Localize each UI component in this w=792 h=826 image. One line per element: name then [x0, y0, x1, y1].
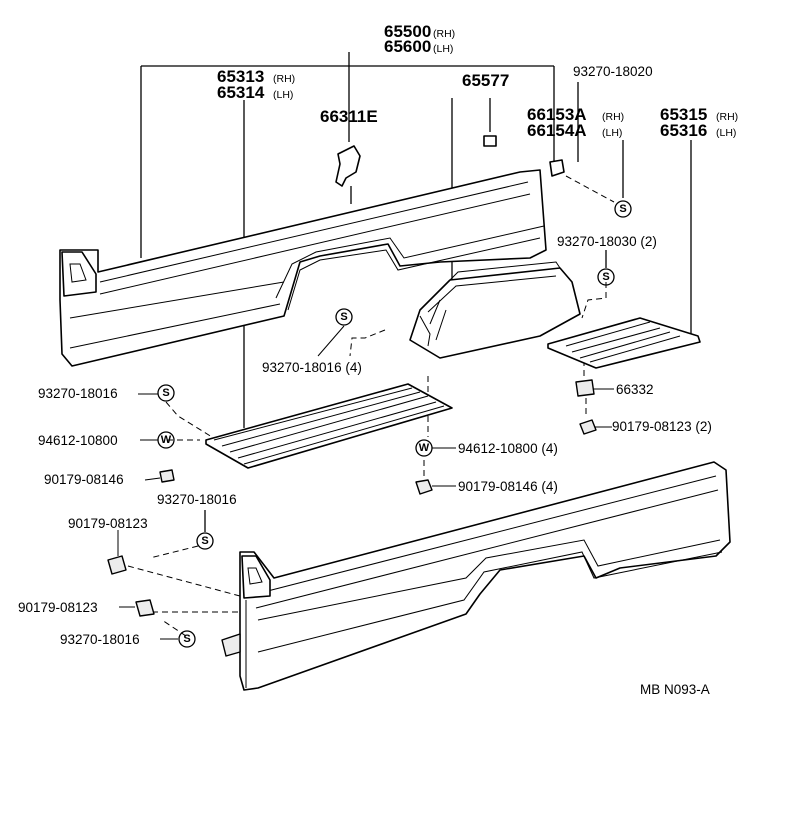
label-65600: 65600	[384, 37, 431, 56]
label-65313-side: (RH)	[273, 73, 295, 85]
washer-symbol-text-2: W	[419, 442, 430, 454]
stopper-66332	[575, 379, 595, 397]
label-66153A-side: (RH)	[602, 111, 624, 123]
washer-symbol: W	[157, 431, 175, 449]
clip-symbol-text-6: S	[183, 633, 190, 645]
label-65316: 65316	[660, 121, 707, 140]
wheel-house-cover	[409, 261, 581, 359]
label-65314: 65314	[217, 83, 265, 102]
label-65314-side: (LH)	[273, 89, 293, 101]
dashed-assembly-lines	[127, 175, 615, 637]
lower-side-panel	[221, 461, 731, 691]
label-65316-side: (LH)	[716, 127, 736, 139]
clip-symbol: S	[335, 308, 353, 326]
nut-90179-08123-right	[579, 419, 597, 435]
label-93270-18030: 93270-18030 (2)	[557, 234, 657, 249]
nut-90179-08123-bl2	[135, 599, 155, 617]
label-66154A-side: (LH)	[602, 127, 622, 139]
nut-90179-08146-mid	[415, 479, 433, 495]
left-floor-plate	[205, 383, 453, 469]
washer-symbol: W	[415, 439, 433, 457]
label-65500-side: (RH)	[433, 28, 455, 40]
label-65313: 65313	[217, 67, 264, 86]
clip-symbol-text-3: S	[340, 311, 347, 323]
label-66154A: 66154A	[527, 121, 587, 140]
label-90179-08123-2: 90179-08123 (2)	[612, 419, 712, 434]
nut-90179-08146-left	[159, 469, 175, 483]
label-65315-side: (RH)	[716, 111, 738, 123]
clip-symbol: S	[597, 268, 615, 286]
bracket-66153A	[549, 159, 565, 177]
label-65577: 65577	[462, 71, 509, 90]
label-93270-18016-b: 93270-18016	[157, 492, 237, 507]
diagram-code: MB N093-A	[640, 682, 710, 697]
nut-90179-08123-bl1	[107, 555, 127, 575]
clip-symbol-text-5: S	[201, 535, 208, 547]
washer-symbol-text-1: W	[161, 434, 172, 446]
label-90179-08123-a: 90179-08123	[68, 516, 148, 531]
upper-side-panel	[59, 169, 547, 367]
label-65500: 65500	[384, 22, 431, 41]
part-labels: 65500 (RH) 65600 (LH) 65313 (RH) 65314 (…	[18, 22, 738, 697]
label-93270-18020: 93270-18020	[573, 64, 653, 79]
label-90179-08146-4: 90179-08146 (4)	[458, 479, 558, 494]
label-90179-08123-b: 90179-08123	[18, 600, 98, 615]
label-93270-18016-4: 93270-18016 (4)	[262, 360, 362, 375]
label-65315: 65315	[660, 105, 707, 124]
clip-symbol: S	[157, 384, 175, 402]
label-90179-08146-a: 90179-08146	[44, 472, 124, 487]
clip-symbol-text-1: S	[619, 203, 626, 215]
clip-symbol: S	[614, 200, 632, 218]
label-94612-10800-4: 94612-10800 (4)	[458, 441, 558, 456]
clip-symbol-text-4: S	[162, 387, 169, 399]
label-66153A: 66153A	[527, 105, 587, 124]
label-94612-10800-a: 94612-10800	[38, 433, 118, 448]
label-66311E: 66311E	[320, 107, 378, 126]
clip-65577	[483, 135, 497, 147]
label-65600-side: (LH)	[433, 43, 453, 55]
clip-symbol: S	[196, 532, 214, 550]
label-93270-18016-c: 93270-18016	[60, 632, 140, 647]
label-66332: 66332	[616, 382, 654, 397]
right-floor-plate	[547, 317, 701, 369]
clip-symbol-text-2: S	[602, 271, 609, 283]
label-93270-18016-a: 93270-18016	[38, 386, 118, 401]
clip-symbol: S	[178, 630, 196, 648]
hinge-66311E	[335, 145, 361, 187]
